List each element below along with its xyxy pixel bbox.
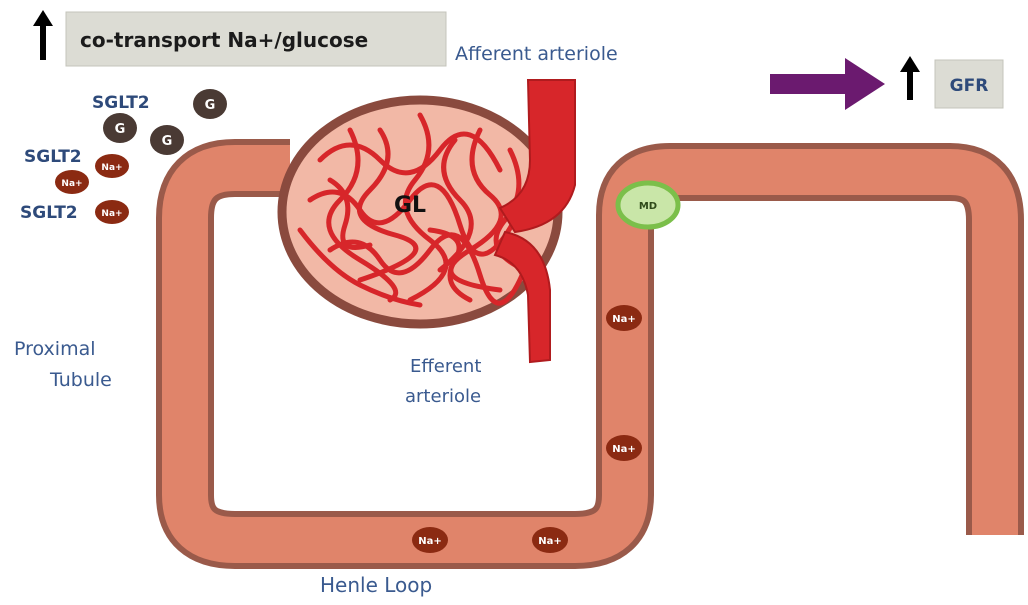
- svg-text:G: G: [162, 134, 173, 149]
- sodium-ion: Na+: [95, 154, 129, 178]
- svg-text:Na+: Na+: [61, 179, 82, 189]
- cotransport-header: co-transport Na+/glucose: [33, 10, 446, 66]
- svg-text:G: G: [115, 122, 126, 137]
- svg-text:Na+: Na+: [612, 444, 636, 455]
- sodium-ion: Na+: [606, 435, 642, 461]
- proximal-tubule-label-line2: Tubule: [49, 369, 112, 391]
- sodium-ion: Na+: [532, 527, 568, 553]
- up-arrow-icon: [33, 10, 53, 26]
- efferent-arteriole-label-line2: arteriole: [405, 386, 481, 407]
- sglt2-label: SGLT2: [20, 203, 78, 223]
- sodium-ion: Na+: [55, 170, 89, 194]
- proximal-tubule-label-line1: Proximal: [14, 338, 96, 360]
- henle-loop-label: Henle Loop: [320, 573, 432, 597]
- macula-densa-label: MD: [639, 201, 657, 212]
- efferent-arteriole-label-line1: Efferent: [410, 356, 481, 377]
- svg-text:Na+: Na+: [418, 536, 442, 547]
- sglt2-label: SGLT2: [24, 147, 82, 167]
- svg-text:Na+: Na+: [101, 209, 122, 219]
- svg-text:Na+: Na+: [538, 536, 562, 547]
- sodium-ion: Na+: [95, 200, 129, 224]
- sodium-ion: Na+: [412, 527, 448, 553]
- sglt2-label: SGLT2: [92, 93, 150, 113]
- glucose-molecule: G: [193, 89, 227, 119]
- up-arrow-icon: [900, 56, 920, 72]
- afferent-arteriole-label: Afferent arteriole: [455, 43, 618, 65]
- glucose-molecule: G: [103, 113, 137, 143]
- svg-text:Na+: Na+: [612, 314, 636, 325]
- sodium-ion: Na+: [606, 305, 642, 331]
- svg-text:Na+: Na+: [101, 163, 122, 173]
- cotransport-label: co-transport Na+/glucose: [80, 28, 368, 52]
- gfr-label: GFR: [950, 76, 989, 96]
- svg-text:G: G: [205, 98, 216, 113]
- glucose-molecule: G: [150, 125, 184, 155]
- glomerulus-label: GL: [394, 193, 426, 218]
- macula-densa: MD: [618, 183, 678, 227]
- gfr-indicator: GFR: [770, 56, 1003, 110]
- purple-arrow-icon: [770, 58, 885, 110]
